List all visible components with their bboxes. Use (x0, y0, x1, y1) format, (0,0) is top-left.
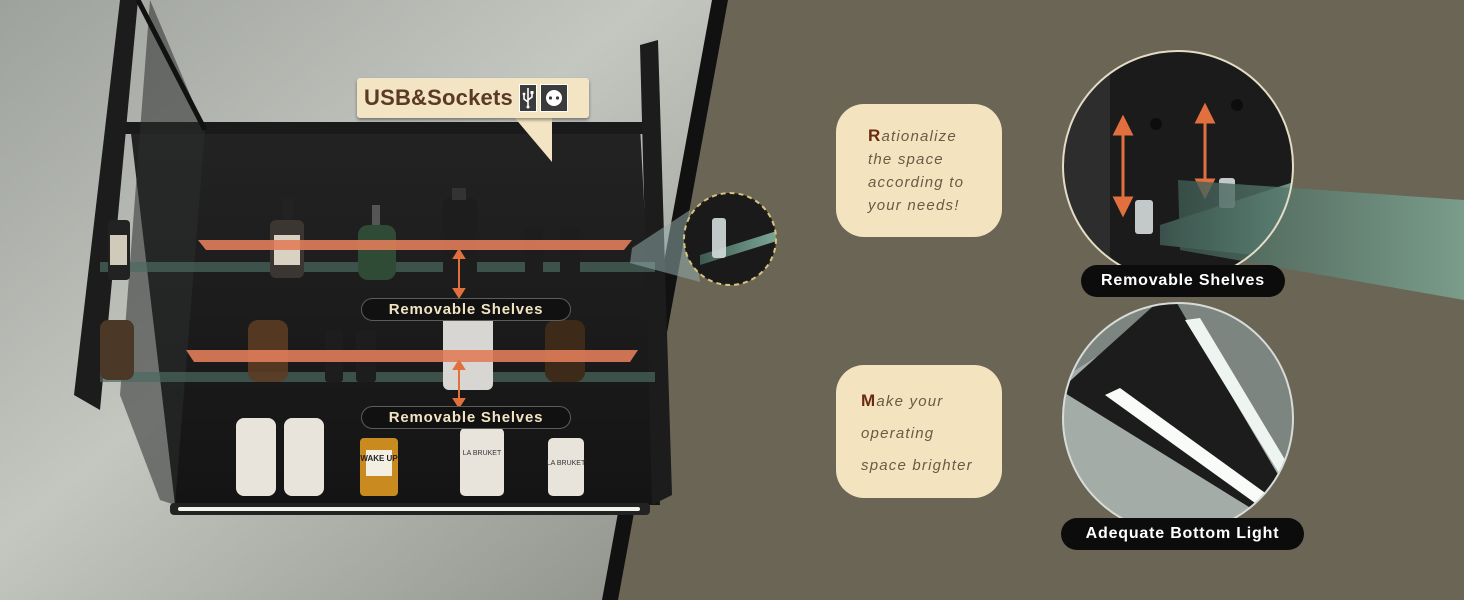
shelf-clip-zoom (684, 193, 776, 285)
la-bruket-label-1: LA BRUKET (463, 450, 502, 457)
brighter-note: Make your operating space brighter (836, 365, 1002, 498)
right-door-frame (640, 40, 672, 505)
brighter-line-3: space brighter (861, 457, 973, 474)
rationalize-line-1: ationalize (881, 128, 957, 145)
power-socket-icon (539, 84, 568, 112)
brighter-line-2: operating (861, 425, 935, 442)
rationalize-note: Rationalize the space according to your … (836, 104, 1002, 237)
bottles-bottom-shelf (236, 418, 584, 496)
shelf-arrows (452, 248, 466, 409)
glass-shelf-extension (1178, 180, 1464, 300)
rationalize-line-2: the space (868, 151, 944, 168)
left-door-frame (74, 0, 138, 410)
lower-shelf-highlight (186, 350, 638, 362)
rationalize-line-4: your needs! (868, 197, 960, 214)
upper-shelf-highlight (198, 240, 632, 250)
bottom-led-strip (178, 507, 640, 511)
brighter-cap: M (861, 391, 877, 410)
usb-sockets-label: USB&Sockets (364, 85, 513, 110)
brighter-line-1: ake your (876, 393, 944, 410)
upper-shelf-pill: Removable Shelves (361, 298, 571, 321)
usb-sockets-callout: USB&Sockets (357, 78, 589, 118)
rationalize-line-3: according to (868, 174, 965, 191)
bottom-light-pill: Adequate Bottom Light (1061, 518, 1304, 550)
lower-shelf-pill: Removable Shelves (361, 406, 571, 429)
wake-up-label: WAKE UP (360, 454, 398, 463)
upper-shelf-label: Removable Shelves (388, 301, 544, 318)
la-bruket-label-2: LA BRUKET (547, 460, 586, 467)
lower-shelf-label: Removable Shelves (388, 409, 544, 426)
detail-shelves-pill: Removable Shelves (1081, 265, 1285, 297)
bottom-light-zoom (1063, 303, 1293, 533)
bottom-light-label: Adequate Bottom Light (1085, 525, 1280, 542)
usb-icon (518, 84, 537, 112)
rationalize-cap: R (868, 126, 882, 145)
detail-shelves-label: Removable Shelves (1101, 272, 1265, 289)
